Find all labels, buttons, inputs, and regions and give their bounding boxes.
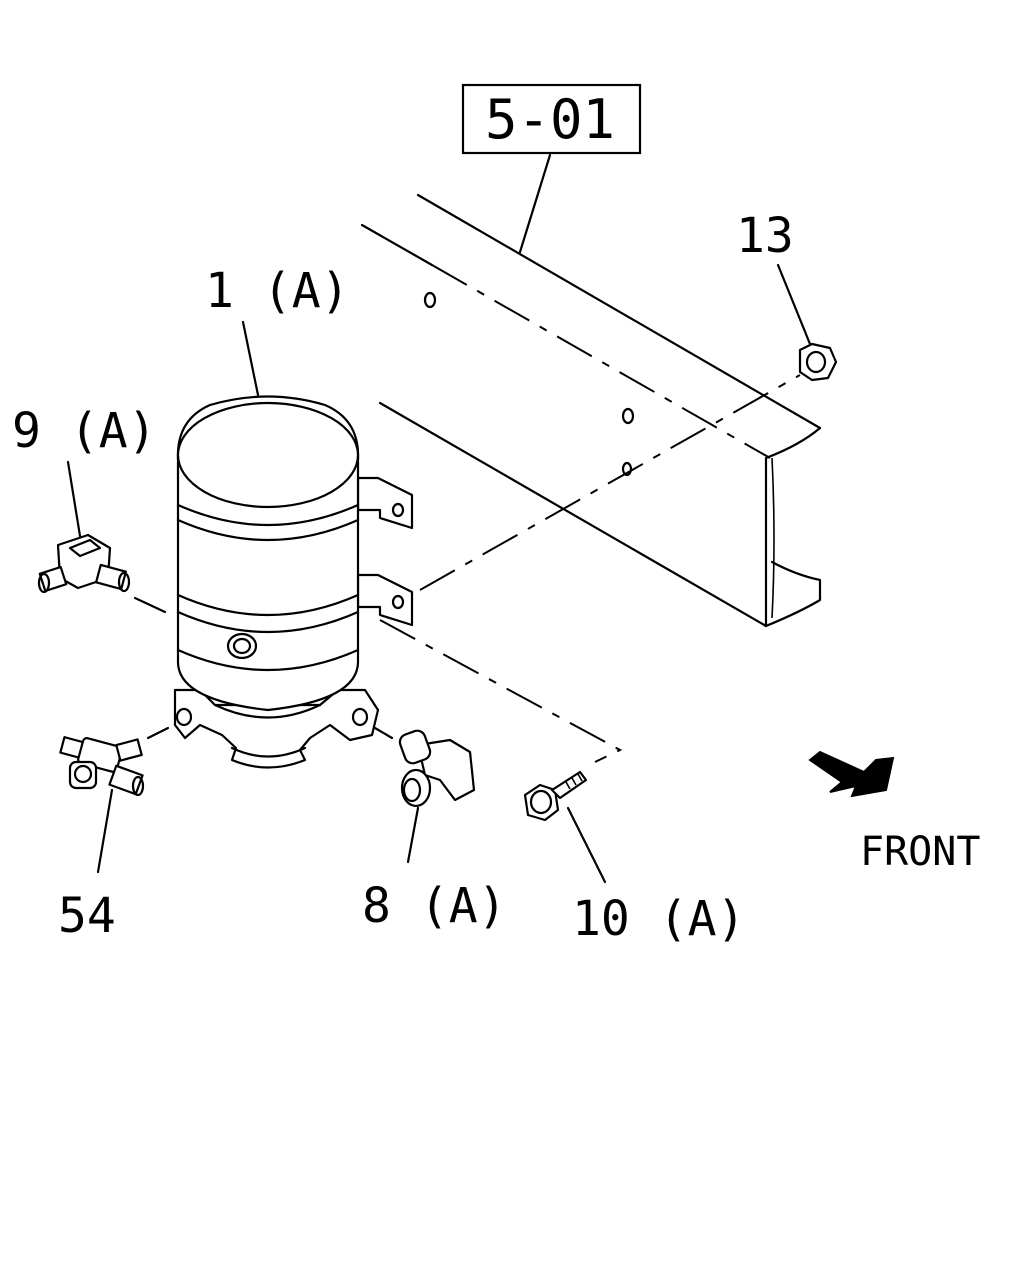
fitting-9-part (37, 460, 167, 614)
tee-fitting-label: 54 (58, 888, 116, 944)
front-arrow-icon (808, 750, 895, 798)
air-dryer-tank (173, 320, 414, 769)
bolt-part (523, 770, 607, 884)
nut-part (776, 263, 838, 382)
bolt-label: 10 (A) (572, 891, 745, 947)
air-dryer-label: 1 (A) (205, 263, 350, 319)
front-label: FRONT (860, 829, 980, 875)
elbow-fitting-label: 8 (A) (362, 878, 507, 934)
frame-rail (360, 153, 822, 628)
mount-axis-lower (379, 619, 623, 763)
tee-fitting-part (59, 726, 170, 874)
frame-ref-label: 5-01 (485, 88, 615, 151)
nut-label: 13 (736, 208, 794, 264)
fitting-9-label: 9 (A) (12, 403, 157, 459)
elbow-fitting-part (373, 726, 476, 864)
mount-axis-upper (419, 374, 801, 591)
reference-box (461, 83, 642, 155)
